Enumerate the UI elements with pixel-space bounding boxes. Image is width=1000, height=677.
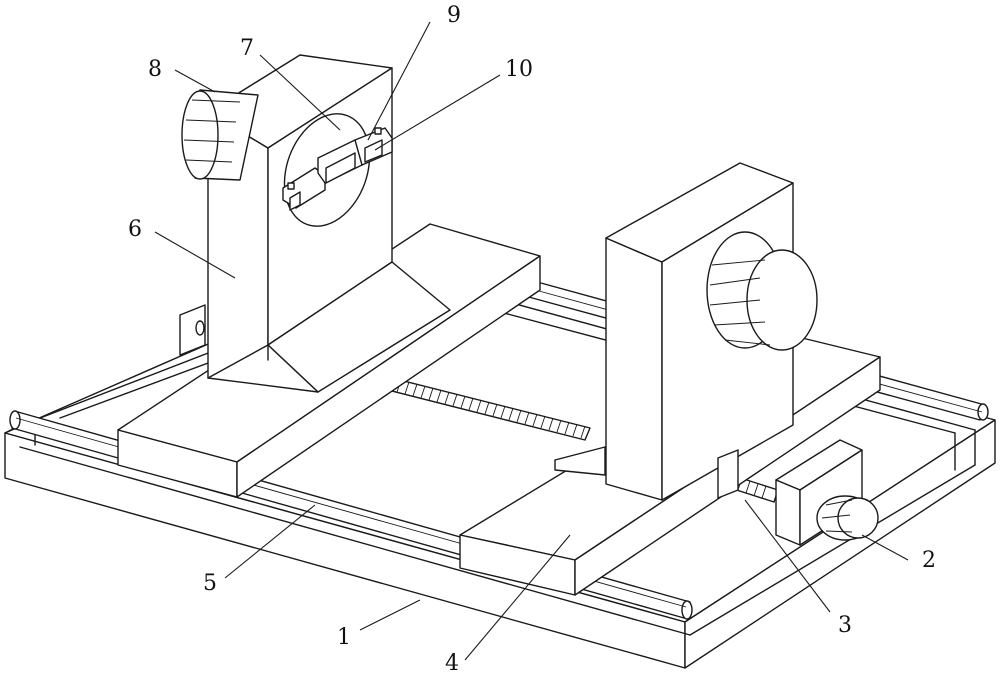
callout-10: 10	[505, 57, 533, 82]
callout-9: 9	[447, 3, 461, 28]
callout-2: 2	[922, 548, 936, 573]
callout-6: 6	[128, 217, 142, 242]
callout-3: 3	[838, 613, 852, 638]
callout-8: 8	[148, 57, 162, 82]
left-motor	[181, 89, 259, 181]
handwheel-block	[717, 439, 879, 546]
clamp-disk	[282, 113, 393, 227]
leader-lines	[154, 21, 909, 661]
callout-labels: 1 2 3 4 5 6 7 8 9 10	[128, 3, 936, 676]
right-motor	[706, 231, 818, 351]
callout-5: 5	[203, 571, 217, 596]
callout-1: 1	[337, 625, 351, 650]
callout-4: 4	[445, 651, 459, 676]
callout-7: 7	[240, 36, 254, 61]
